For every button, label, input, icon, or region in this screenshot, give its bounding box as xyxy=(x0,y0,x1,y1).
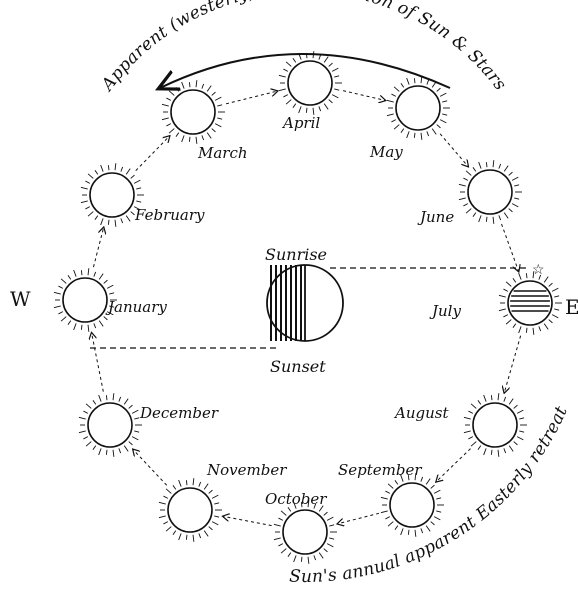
month-label-july: July xyxy=(429,302,461,320)
sun-icon xyxy=(387,76,450,140)
month-connector-arrow xyxy=(226,91,277,104)
earth-icon xyxy=(267,265,343,341)
sun-icon xyxy=(274,500,337,564)
sun-icon xyxy=(159,478,222,542)
month-label-june: June xyxy=(417,208,454,226)
month-label-october: October xyxy=(265,490,327,508)
month-label-september: September xyxy=(338,461,422,479)
star-icon: ☆ xyxy=(532,262,545,278)
sun-icon xyxy=(381,473,444,537)
month-connector-arrow xyxy=(338,513,379,523)
month-label-february: February xyxy=(134,206,205,224)
sunset-label: Sunset xyxy=(270,357,326,376)
sun-icon xyxy=(79,393,142,457)
month-label-november: November xyxy=(206,461,287,479)
west-label: W xyxy=(10,287,31,311)
month-connector-arrow xyxy=(93,228,103,267)
month-label-april: April xyxy=(281,114,320,132)
month-connector-arrow xyxy=(223,516,271,525)
month-connector-arrow xyxy=(440,134,468,166)
month-connector-arrow xyxy=(504,336,520,393)
month-connector-arrow xyxy=(343,91,385,101)
month-connector-arrow xyxy=(436,449,470,482)
month-connector-arrow xyxy=(133,450,166,485)
east-label: E xyxy=(565,295,578,319)
month-label-august: August xyxy=(393,404,449,422)
month-connector-arrow xyxy=(92,333,104,391)
month-label-may: May xyxy=(369,143,403,161)
sun-icon xyxy=(499,271,562,335)
sun-icon xyxy=(162,80,225,144)
sunrise-label: Sunrise xyxy=(265,245,327,264)
sun-icon xyxy=(279,51,342,115)
sun-icon xyxy=(459,160,522,224)
month-label-march: March xyxy=(197,144,248,162)
month-label-january: January xyxy=(105,298,167,316)
month-connector-arrow xyxy=(136,136,170,170)
month-label-december: December xyxy=(139,404,219,422)
month-connector-arrow xyxy=(502,224,519,271)
sun-icon xyxy=(464,393,527,457)
